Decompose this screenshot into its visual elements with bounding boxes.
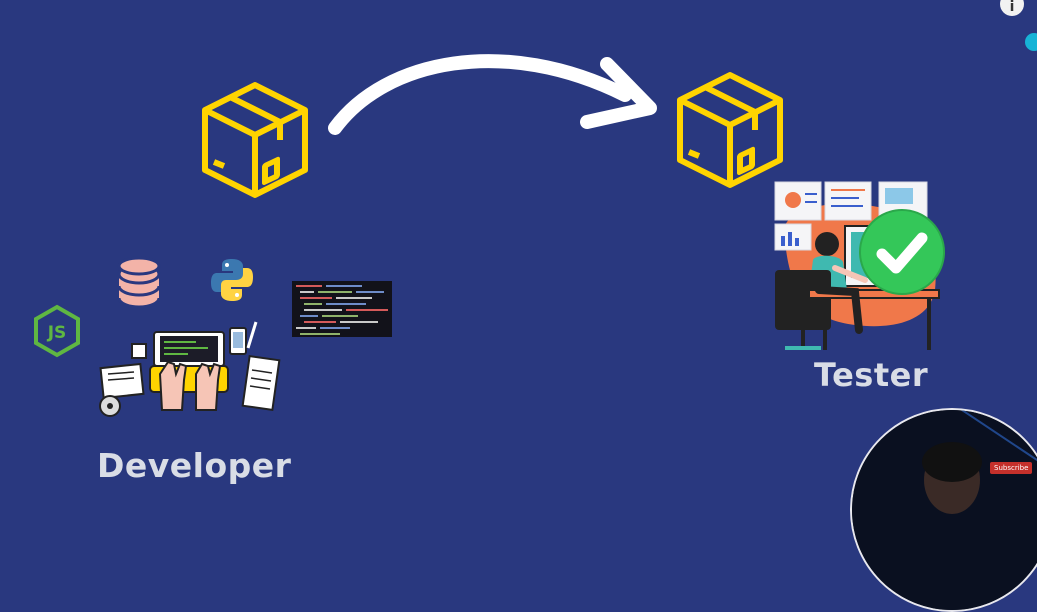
developer-label: Developer	[97, 446, 292, 485]
curved-arrow-icon	[328, 54, 657, 135]
python-icon	[211, 259, 253, 301]
check-circle-icon	[859, 209, 945, 295]
developer-illustration	[99, 321, 281, 417]
code-screenshot-image	[292, 281, 392, 337]
box-icon	[677, 72, 783, 188]
webcam-overlay	[850, 408, 1037, 612]
nodejs-icon: JS	[34, 304, 80, 358]
teal-indicator-dot	[1025, 33, 1037, 51]
tester-label: Tester	[814, 356, 929, 394]
database-icon	[117, 256, 161, 309]
subscribe-badge[interactable]: Subscribe	[990, 462, 1033, 474]
box-icon	[202, 82, 308, 198]
nodejs-logo-text: JS	[47, 323, 67, 343]
info-icon[interactable]: i	[1000, 0, 1024, 16]
